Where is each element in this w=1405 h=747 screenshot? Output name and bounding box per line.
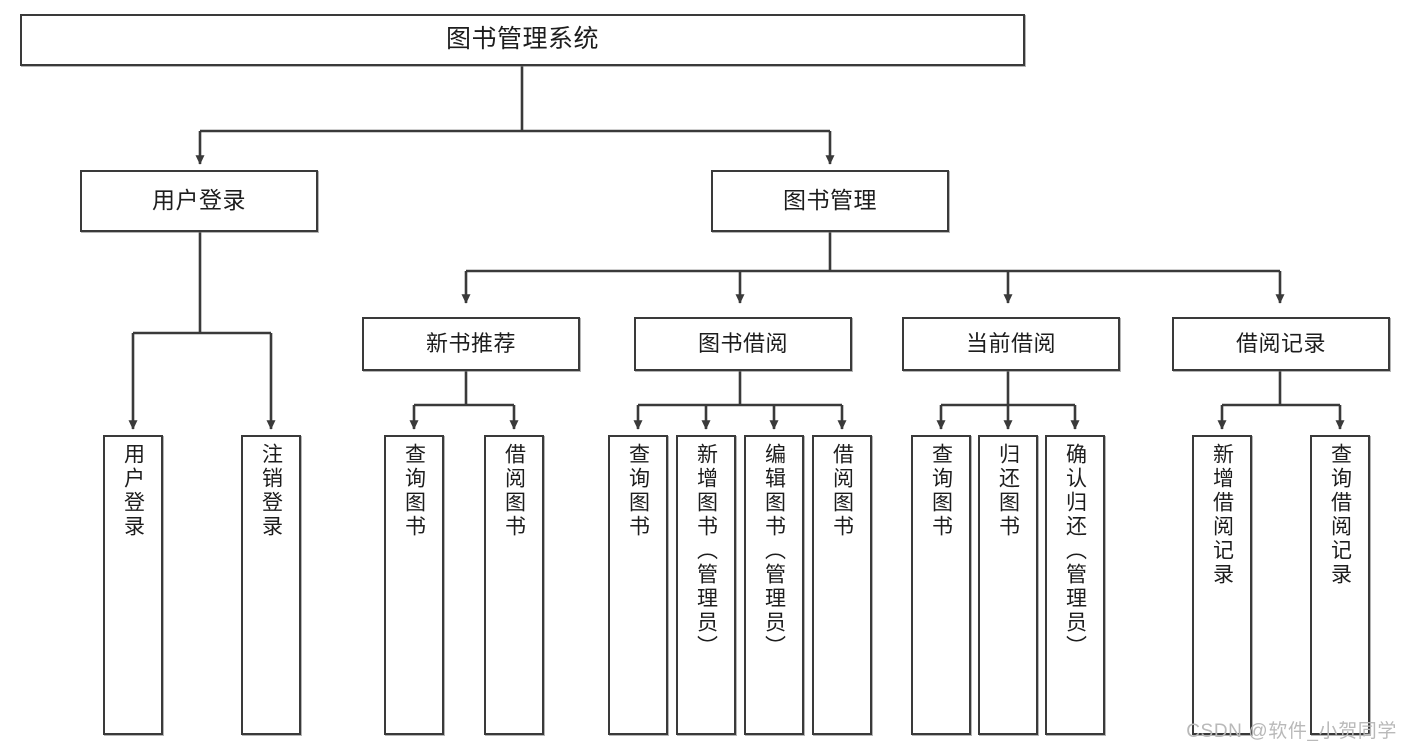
- leaf-current-borrow-confirm-return[interactable]: 确认归还（管理员）: [1045, 435, 1105, 735]
- node-label: 借阅记录: [1235, 331, 1326, 357]
- node-label: 新增图书（管理员）: [694, 443, 718, 659]
- node-label: 图书管理: [783, 187, 877, 214]
- node-label: 查询图书: [626, 443, 650, 539]
- node-label: 新书推荐: [425, 331, 516, 357]
- node-label: 归还图书: [996, 443, 1020, 539]
- node-label: 新增借阅记录: [1210, 443, 1234, 587]
- node-label: 注销登录: [259, 443, 283, 539]
- leaf-book-borrow-borrow[interactable]: 借阅图书: [812, 435, 872, 735]
- node-label: 图书管理系统: [445, 25, 599, 54]
- leaf-borrow-record-query[interactable]: 查询借阅记录: [1310, 435, 1370, 735]
- node-label: 借阅图书: [830, 443, 854, 539]
- leaf-new-book-query[interactable]: 查询图书: [384, 435, 444, 735]
- node-label: 查询图书: [402, 443, 426, 539]
- node-label: 确认归还（管理员）: [1063, 443, 1087, 659]
- node-current-borrow[interactable]: 当前借阅: [902, 317, 1120, 371]
- node-label: 用户登录: [152, 187, 246, 214]
- leaf-current-borrow-query[interactable]: 查询图书: [911, 435, 971, 735]
- node-borrow-record[interactable]: 借阅记录: [1172, 317, 1390, 371]
- watermark-text: CSDN @软件_小贺同学: [1186, 721, 1397, 742]
- leaf-user-login-signout[interactable]: 注销登录: [241, 435, 301, 735]
- leaf-new-book-borrow[interactable]: 借阅图书: [484, 435, 544, 735]
- node-new-book-recommend[interactable]: 新书推荐: [362, 317, 580, 371]
- node-label: 编辑图书（管理员）: [762, 443, 786, 659]
- node-label: 用户登录: [121, 443, 145, 539]
- node-root-book-management-system[interactable]: 图书管理系统: [20, 14, 1025, 66]
- node-label: 查询借阅记录: [1328, 443, 1352, 587]
- leaf-user-login-signin[interactable]: 用户登录: [103, 435, 163, 735]
- node-label: 图书借阅: [697, 331, 788, 357]
- node-user-login[interactable]: 用户登录: [80, 170, 318, 232]
- leaf-borrow-record-add[interactable]: 新增借阅记录: [1192, 435, 1252, 735]
- node-label: 当前借阅: [965, 331, 1056, 357]
- leaf-current-borrow-return[interactable]: 归还图书: [978, 435, 1038, 735]
- node-label: 借阅图书: [502, 443, 526, 539]
- node-book-borrow[interactable]: 图书借阅: [634, 317, 852, 371]
- node-book-management[interactable]: 图书管理: [711, 170, 949, 232]
- node-label: 查询图书: [929, 443, 953, 539]
- leaf-book-borrow-query[interactable]: 查询图书: [608, 435, 668, 735]
- leaf-book-borrow-edit[interactable]: 编辑图书（管理员）: [744, 435, 804, 735]
- leaf-book-borrow-add[interactable]: 新增图书（管理员）: [676, 435, 736, 735]
